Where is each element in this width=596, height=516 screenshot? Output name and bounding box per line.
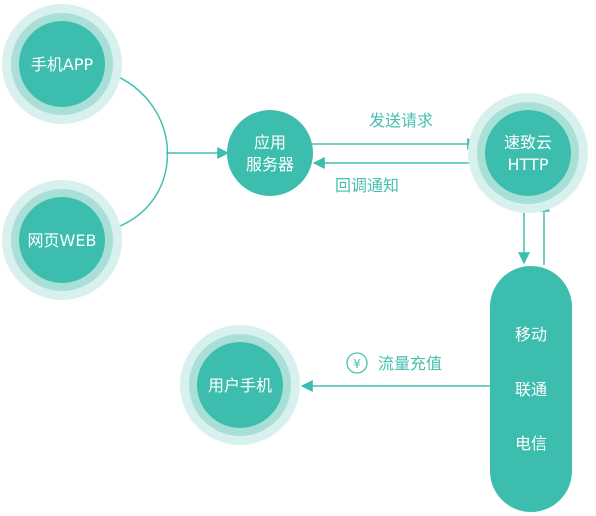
node-app-server-label-line2: 服务器 — [246, 155, 294, 174]
node-gateway-label-line1: 速致云 — [504, 133, 552, 152]
carrier-mobile: 移动 — [515, 325, 547, 344]
recharge-label: 流量充值 — [378, 354, 442, 373]
merge-curve — [99, 69, 169, 233]
node-gateway: 速致云 HTTP — [468, 93, 588, 213]
node-user-phone-label: 用户手机 — [208, 376, 272, 395]
node-web-label: 网页WEB — [28, 231, 97, 250]
node-user-phone: 用户手机 — [180, 325, 300, 445]
node-web: 网页WEB — [2, 180, 122, 300]
connector-lines — [99, 69, 550, 392]
node-mobile-app: 手机APP — [2, 4, 122, 124]
carrier-unicom: 联通 — [515, 380, 547, 399]
callback-label: 回调通知 — [335, 176, 399, 195]
node-app-server: 应用 服务器 — [227, 110, 313, 196]
node-carriers: 移动 联通 电信 — [490, 266, 572, 512]
node-mobile-app-label: 手机APP — [31, 55, 94, 74]
carrier-telecom: 电信 — [515, 434, 547, 453]
yuan-symbol: ¥ — [353, 357, 361, 371]
yuan-icon — [346, 352, 368, 374]
recharge-label-group: ¥ 流量充值 — [346, 352, 442, 374]
node-gateway-label-line2: HTTP — [508, 155, 549, 174]
send-request-label: 发送请求 — [369, 111, 433, 130]
node-app-server-label-line1: 应用 — [254, 133, 286, 152]
